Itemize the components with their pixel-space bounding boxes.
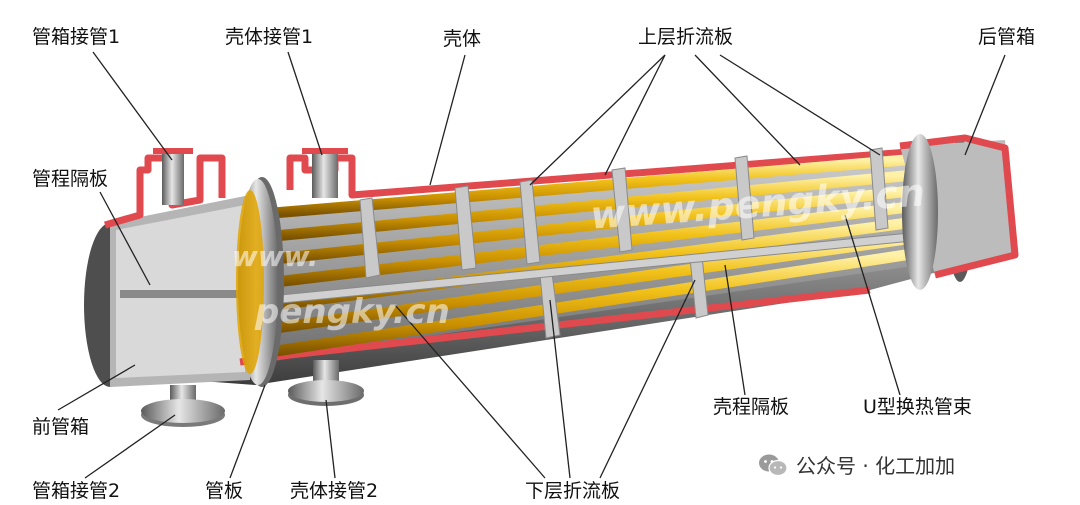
upper-baffle: [611, 167, 633, 253]
heat-exchange-tube: [244, 249, 911, 361]
label-tube-nozzle-2: 管箱接管2: [32, 480, 121, 502]
tube-nozzle-1: [153, 148, 193, 205]
label-shell-nozzle-2: 壳体接管2: [290, 480, 379, 502]
leader-lines: [57, 51, 1006, 479]
heat-exchange-tube: [244, 186, 911, 268]
label-shell-nozzle-1: 壳体接管1: [225, 26, 314, 48]
watermark-www: www.: [232, 240, 319, 273]
shell-nozzle-1: [302, 148, 348, 198]
heat-exchange-tube: [244, 233, 911, 338]
heat-exchange-tube: [244, 202, 911, 291]
u-tube-bundle: [244, 154, 944, 361]
shell-nozzle-2: [288, 360, 364, 406]
tubesheet: [236, 177, 284, 387]
label-front-head: 前管箱: [32, 416, 90, 438]
footer-text: 公众号 · 化工加加: [796, 454, 956, 478]
wechat-icon: [759, 454, 788, 476]
label-lower-baffle: 下层折流板: [525, 480, 621, 502]
label-longitudinal-baffle: 壳程隔板: [713, 396, 790, 418]
heat-exchange-tube: [244, 170, 911, 244]
pass-partition-plate: [120, 290, 245, 298]
label-tubesheet: 管板: [205, 480, 244, 502]
upper-baffle: [734, 155, 755, 241]
label-u-tube-bundle: U型换热管束: [863, 396, 972, 418]
rear-head: [899, 134, 1019, 290]
label-shell: 壳体: [443, 28, 482, 50]
front-head: [84, 195, 250, 387]
upper-baffle: [869, 147, 889, 231]
label-rear-head: 后管箱: [978, 26, 1036, 48]
footer: 公众号 · 化工加加: [758, 450, 955, 479]
watermark-pengky: pengky.cn: [255, 292, 450, 332]
label-pass-partition: 管程隔板: [32, 168, 109, 190]
upper-baffle: [519, 179, 541, 265]
heat-exchange-tube: [244, 154, 911, 221]
upper-baffle: [454, 185, 477, 271]
label-upper-baffle: 上层折流板: [638, 26, 734, 48]
label-tube-nozzle-1: 管箱接管1: [32, 26, 121, 48]
upper-baffle: [359, 197, 381, 279]
tube-nozzle-2: [141, 385, 225, 427]
